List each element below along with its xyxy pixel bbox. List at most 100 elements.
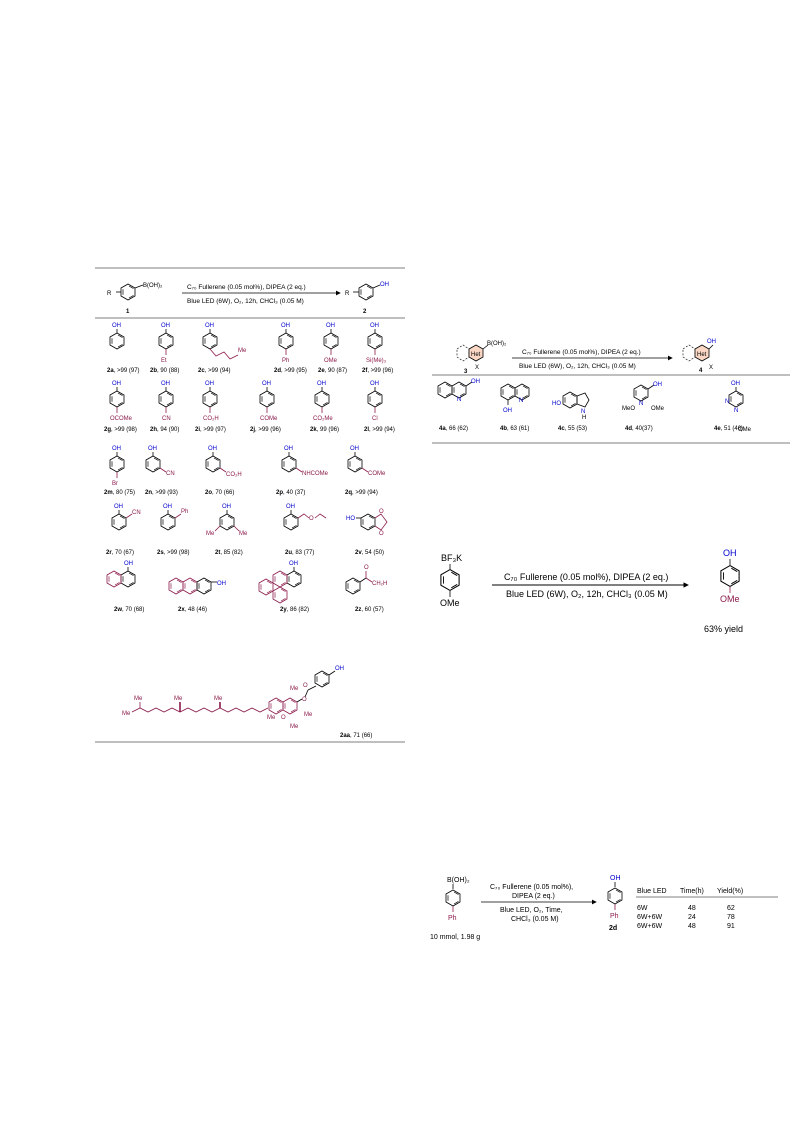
svg-text:48: 48 — [688, 923, 696, 930]
svg-text:OH: OH — [610, 875, 621, 882]
svg-text:OH: OH — [262, 381, 271, 387]
svg-text:2d: 2d — [609, 925, 617, 932]
compound-2i: OH CO₂H 2i, >99 (97) — [195, 381, 226, 433]
svg-text:CO₂Me: CO₂Me — [313, 416, 333, 422]
svg-text:2l, >99 (94): 2l, >99 (94) — [364, 427, 395, 433]
svg-text:OH: OH — [286, 504, 295, 510]
svg-text:2u, 83 (77): 2u, 83 (77) — [285, 550, 314, 556]
svg-text:4: 4 — [699, 368, 703, 374]
compound-4e: OH N N OMe 4e, 51 (46) — [714, 381, 752, 433]
svg-text:OH: OH — [317, 381, 326, 387]
svg-text:OH: OH — [350, 446, 359, 452]
svg-text:Het: Het — [471, 352, 481, 358]
svg-text:H: H — [582, 415, 586, 421]
svg-text:OH: OH — [284, 446, 293, 452]
svg-text:4e, 51 (46): 4e, 51 (46) — [714, 426, 743, 432]
scheme3-cond-top: C₇₀ Fullerene (0.05 mol%), DIPEA (2 eq.) — [504, 572, 668, 582]
compound-2e: OH OMe 2e, 90 (87) — [318, 323, 347, 374]
svg-text:Ph: Ph — [181, 509, 188, 515]
compound-4b: N OH 4b, 63 (61) — [500, 383, 530, 432]
compound-2p: OH NHCOMe 2p, 40 (37) — [276, 446, 329, 496]
compound-2d: OH Ph 2d, >99 (95) — [274, 323, 307, 374]
svg-text:OH: OH — [217, 581, 226, 587]
svg-text:91: 91 — [727, 923, 735, 930]
svg-text:OH: OH — [112, 446, 121, 452]
svg-text:4a, 66 (62): 4a, 66 (62) — [439, 426, 468, 432]
svg-text:OH: OH — [148, 446, 157, 452]
compound-2v: HO O O 2v, 54 (50) — [346, 509, 388, 556]
compound-2u: OH O 2u, 83 (77) — [283, 504, 327, 556]
svg-text:OH: OH — [163, 504, 172, 510]
product-2-group: OH — [380, 282, 389, 288]
svg-text:OH: OH — [370, 323, 379, 329]
svg-text:OH: OH — [723, 548, 737, 558]
svg-text:B(OH)₂: B(OH)₂ — [447, 877, 470, 884]
svg-text:4c, 55 (53): 4c, 55 (53) — [558, 426, 587, 432]
scheme1-cond-top: C₇₀ Fullerene (0.05 mol%), DIPEA (2 eq.) — [187, 284, 306, 291]
svg-text:CN: CN — [162, 416, 171, 422]
svg-text:HO: HO — [346, 516, 355, 522]
svg-text:O: O — [379, 531, 384, 537]
svg-text:DIPEA (2 eq.): DIPEA (2 eq.) — [512, 893, 555, 900]
svg-text:OH: OH — [289, 561, 298, 567]
svg-text:OMe: OMe — [720, 594, 740, 604]
scheme-4: B(OH)₂ Ph 10 mmol, 1.98 g C₇₀ Fullerene … — [430, 875, 778, 941]
svg-text:O: O — [281, 715, 286, 721]
svg-text:Me: Me — [267, 715, 276, 721]
svg-text:Ph: Ph — [448, 915, 457, 922]
svg-text:N: N — [734, 408, 738, 414]
compound-2q: OH COMe 2q, >99 (94) — [345, 446, 386, 496]
compound-2z: O CH₂H 2z, 60 (57) — [345, 565, 387, 613]
svg-text:2y, 86 (82): 2y, 86 (82) — [280, 607, 309, 613]
product-2-structure: OH R 2 — [345, 282, 389, 315]
svg-text:OH: OH — [161, 381, 170, 387]
svg-text:Si(Me)₃: Si(Me)₃ — [366, 358, 387, 364]
compound-4c: HO N H 4c, 55 (53) — [552, 391, 590, 432]
svg-text:CO₂H: CO₂H — [203, 416, 219, 422]
scheme-2: Het X B(OH)₂ 3 C₇₀ Fullerene (0.05 mol%)… — [432, 339, 790, 444]
svg-text:62: 62 — [727, 905, 735, 912]
svg-text:Me: Me — [122, 711, 131, 717]
compound-2w: OH 2w, 70 (68) — [106, 561, 144, 613]
product-4-structure: Het X OH 4 — [682, 339, 716, 374]
svg-text:48: 48 — [688, 905, 696, 912]
product-2-r: R — [345, 291, 350, 297]
svg-text:OH: OH — [326, 323, 335, 329]
svg-text:B(OH)₂: B(OH)₂ — [487, 341, 507, 347]
compound-2y: OH 2y, 86 (82) — [258, 561, 309, 613]
svg-text:N: N — [581, 409, 585, 415]
svg-text:2w, 70 (68): 2w, 70 (68) — [114, 607, 144, 613]
svg-text:2f, >99 (96): 2f, >99 (96) — [362, 368, 393, 374]
svg-text:OH: OH — [205, 323, 214, 329]
svg-text:4b, 63 (61): 4b, 63 (61) — [500, 426, 529, 432]
svg-text:OH: OH — [112, 381, 121, 387]
svg-text:OH: OH — [707, 339, 716, 345]
scheme3-yield: 63% yield — [704, 624, 743, 634]
svg-text:OH: OH — [731, 381, 740, 387]
compound-2l: OH Cl 2l, >99 (94) — [364, 381, 395, 433]
svg-text:2d, >99 (95): 2d, >99 (95) — [274, 368, 307, 374]
svg-text:N: N — [519, 398, 523, 404]
svg-text:2x, 48 (46): 2x, 48 (46) — [178, 607, 207, 613]
svg-text:6W+6W: 6W+6W — [637, 923, 662, 930]
svg-text:Blue LED: Blue LED — [637, 888, 667, 895]
svg-text:Me: Me — [290, 686, 299, 692]
svg-text:2i, >99 (97): 2i, >99 (97) — [195, 427, 226, 433]
svg-text:O: O — [379, 509, 384, 515]
svg-text:Me: Me — [174, 696, 183, 702]
svg-text:O: O — [364, 565, 369, 571]
svg-text:2aa, 71 (66): 2aa, 71 (66) — [340, 733, 372, 739]
scheme1-cond-bottom: Blue LED (6W), O₂, 12h, CHCl₃ (0.05 M) — [187, 298, 304, 305]
svg-text:4d, 40(37): 4d, 40(37) — [625, 426, 653, 432]
svg-text:Me: Me — [214, 696, 223, 702]
svg-text:Me: Me — [238, 348, 247, 354]
svg-text:2h, 94 (90): 2h, 94 (90) — [150, 427, 179, 433]
compound-4d: N OH MeO OMe 4d, 40(37) — [622, 382, 665, 432]
svg-text:MeO: MeO — [622, 406, 635, 412]
svg-text:N: N — [457, 397, 461, 403]
svg-text:78: 78 — [727, 914, 735, 921]
scheme3-reactant-group: BF₃K — [441, 553, 462, 563]
svg-text:CN: CN — [132, 510, 141, 516]
svg-text:Time(h): Time(h) — [680, 888, 704, 895]
svg-text:OCOMe: OCOMe — [110, 416, 133, 422]
